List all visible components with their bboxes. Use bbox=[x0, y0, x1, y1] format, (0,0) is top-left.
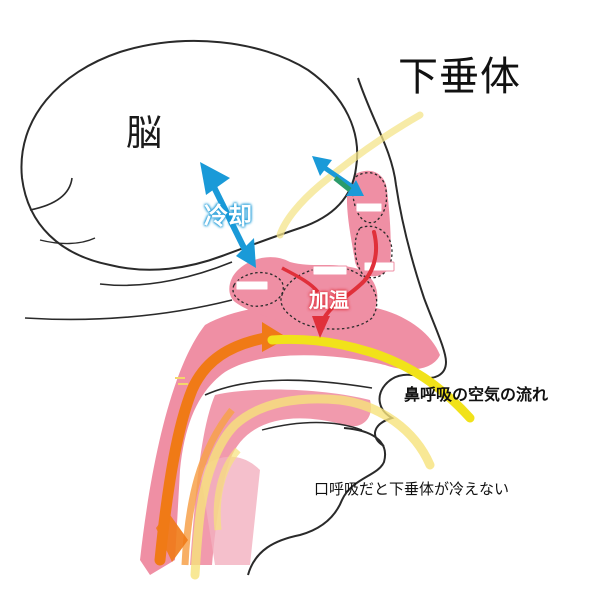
air-flow-upper-streak bbox=[276, 111, 424, 239]
brain-fold-lower bbox=[39, 237, 96, 245]
skull-base-line bbox=[24, 299, 233, 321]
frontal-sinus bbox=[346, 170, 391, 277]
nasal-cavity-tissue bbox=[140, 303, 440, 575]
cooling-label: 冷却 bbox=[204, 202, 252, 230]
mouth-air-flow-loop bbox=[213, 447, 241, 531]
nasal-flow-label: 鼻呼吸の空気の流れ bbox=[404, 385, 549, 404]
brain-outline bbox=[20, 40, 359, 271]
sinus-tag-1 bbox=[355, 202, 383, 213]
lower-arrow-head bbox=[156, 512, 188, 562]
throat-air-flow bbox=[154, 332, 271, 566]
mouth-breathing-note: 口呼吸だと下垂体が冷えない bbox=[314, 480, 510, 498]
cooling-arrows bbox=[200, 156, 364, 268]
brain-stem-line bbox=[99, 261, 233, 287]
palate-line bbox=[204, 379, 373, 396]
tongue-line bbox=[261, 421, 363, 431]
warming-label: 加温 bbox=[309, 288, 349, 312]
sinus-outline-upper bbox=[351, 172, 388, 224]
brain-fold bbox=[29, 177, 73, 211]
diagram-title: 下垂体 bbox=[398, 54, 521, 100]
throat-air-flow-inner bbox=[181, 407, 235, 566]
brain-label: 脳 bbox=[126, 113, 163, 154]
warming-arrow-head bbox=[312, 316, 330, 338]
nasal-air-flow bbox=[267, 334, 475, 423]
sinus-tag-3 bbox=[312, 265, 348, 276]
sinus-tag-2 bbox=[363, 261, 395, 272]
warming-arrow-path bbox=[320, 230, 379, 324]
warming-arrow-side bbox=[281, 266, 320, 294]
jaw-profile bbox=[247, 427, 387, 576]
sinus-outline-mid bbox=[354, 225, 393, 279]
mouth-air-flow bbox=[190, 394, 435, 580]
throat-tissue-lower bbox=[200, 456, 260, 565]
sinus-tag-4 bbox=[235, 280, 269, 291]
throat-tissue bbox=[190, 389, 371, 565]
